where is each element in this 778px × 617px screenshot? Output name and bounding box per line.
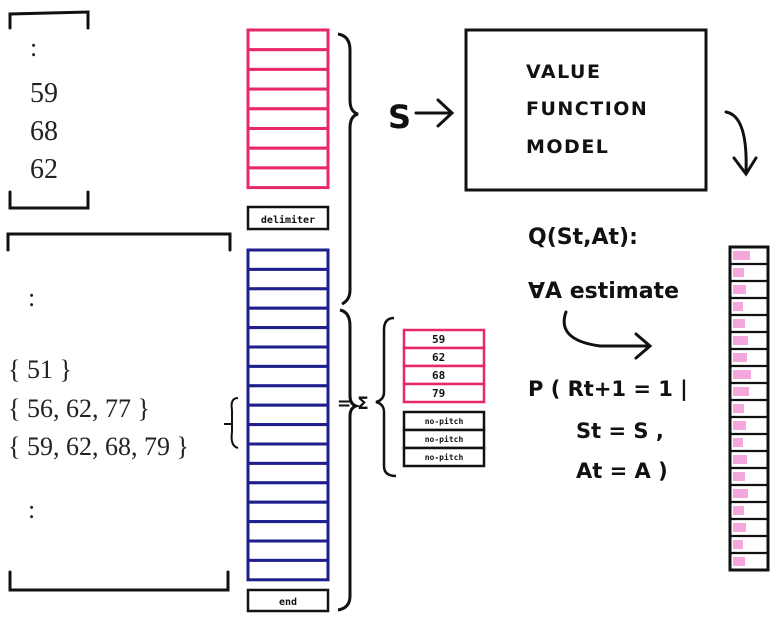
navy-cell: [246, 384, 330, 407]
state-label: S: [388, 98, 411, 136]
output-cell-highlight: [733, 387, 749, 396]
for-all-label: ∀A estimate: [528, 279, 679, 304]
navy-cell: [246, 461, 330, 485]
navy-cell: [246, 403, 330, 427]
navy-cell: [246, 248, 330, 271]
navy-encoding-stack: [246, 248, 330, 582]
state-arrow: [414, 98, 455, 128]
output-cell-highlight: [733, 336, 748, 345]
navy-cell: [246, 500, 330, 524]
output-cell-highlight: [733, 268, 744, 277]
output-probability-column: [728, 245, 770, 572]
output-cell-highlight: [733, 251, 750, 260]
no-pitch-label: no-pitch: [425, 452, 464, 462]
pitch-cell-label: 59: [432, 333, 445, 346]
q-label: Q(St,At):: [528, 225, 638, 250]
pitch-cell-label: 62: [432, 351, 445, 364]
no-pitch-cell: [402, 446, 486, 468]
pink-cell: [246, 107, 330, 131]
navy-cell: [246, 326, 330, 349]
pitch-cell: [402, 382, 486, 404]
pink-cell: [246, 166, 330, 190]
model-line-2: FUNCTION: [526, 98, 648, 120]
navy-cell: [246, 306, 330, 330]
bottom-list-set-2: { 56, 62, 77 }: [8, 394, 150, 423]
bottom-list-set-1: { 51 }: [8, 355, 72, 384]
delimiter-label: delimiter: [261, 214, 315, 226]
output-cell-highlight: [733, 370, 751, 379]
estimate-arrow: [562, 310, 653, 360]
pitch-cell-label: 79: [432, 387, 445, 400]
output-cell-highlight: [733, 319, 745, 328]
output-cell-highlight: [733, 353, 747, 362]
pink-cell: [246, 146, 330, 170]
top-list-bracket: [8, 10, 90, 210]
output-cell-highlight: [733, 523, 746, 532]
output-cell-highlight: [733, 421, 746, 430]
output-cell-highlight: [733, 438, 743, 447]
pitch-stack: 59 62 68 79 no-pitch no-pitch no-pitch: [402, 328, 486, 468]
pink-encoding-stack: [246, 28, 330, 190]
pink-cell: [246, 67, 330, 91]
sequence-brace: [337, 308, 361, 612]
pink-cell: [246, 28, 330, 52]
navy-cell: [246, 481, 330, 504]
output-cell-highlight: [733, 472, 745, 481]
navy-cell: [246, 442, 330, 465]
output-column-frame: [728, 245, 770, 572]
no-pitch-label: no-pitch: [425, 434, 464, 444]
top-list-value-3: 62: [30, 154, 58, 185]
output-cell-highlight: [733, 489, 748, 498]
bottom-list-ellipsis-bottom: :: [28, 495, 35, 524]
output-cell-highlight: [733, 302, 743, 311]
bottom-list-bracket: [6, 232, 232, 592]
navy-cell: [246, 539, 330, 562]
value-function-model-box: [464, 28, 708, 192]
probability-line-3: At = A ): [576, 459, 668, 483]
set-bracket: [224, 397, 239, 449]
navy-cell: [246, 345, 330, 368]
output-cell-highlight: [733, 285, 746, 294]
top-list-ellipsis: :: [30, 33, 37, 62]
output-cell-highlight: [733, 540, 743, 549]
navy-cell: [246, 423, 330, 446]
model-line-1: VALUE: [526, 61, 601, 83]
bottom-list-set-3: { 59, 62, 68, 79 }: [8, 432, 189, 461]
output-cell-highlight: [733, 455, 747, 464]
delimiter-box: [246, 205, 330, 231]
probability-line-1: P ( Rt+1 = 1 |: [528, 377, 688, 402]
navy-cell: [246, 287, 330, 310]
sum-brace: [375, 316, 397, 478]
end-label: end: [279, 597, 297, 608]
top-list-value-1: 59: [30, 78, 58, 109]
pink-cell: [246, 87, 330, 111]
navy-cell: [246, 520, 330, 543]
model-line-3: MODEL: [526, 136, 609, 158]
navy-cell: [246, 267, 330, 291]
output-cell-highlight: [733, 557, 745, 566]
sum-symbol: = Σ: [337, 394, 369, 414]
navy-cell: [246, 558, 330, 582]
pink-cell: [246, 127, 330, 150]
pitch-cell-label: 68: [432, 369, 445, 382]
bottom-list-ellipsis-top: :: [28, 283, 35, 312]
output-cell-highlight: [733, 506, 744, 515]
navy-cell: [246, 364, 330, 388]
state-brace: [337, 32, 359, 306]
end-box: [246, 588, 330, 613]
no-pitch-label: no-pitch: [425, 416, 464, 426]
pink-cell: [246, 48, 330, 71]
top-list-value-2: 68: [30, 116, 58, 147]
model-output-arrow: [724, 110, 758, 177]
probability-line-2: St = S ,: [576, 419, 664, 443]
output-cell-highlight: [733, 404, 744, 413]
